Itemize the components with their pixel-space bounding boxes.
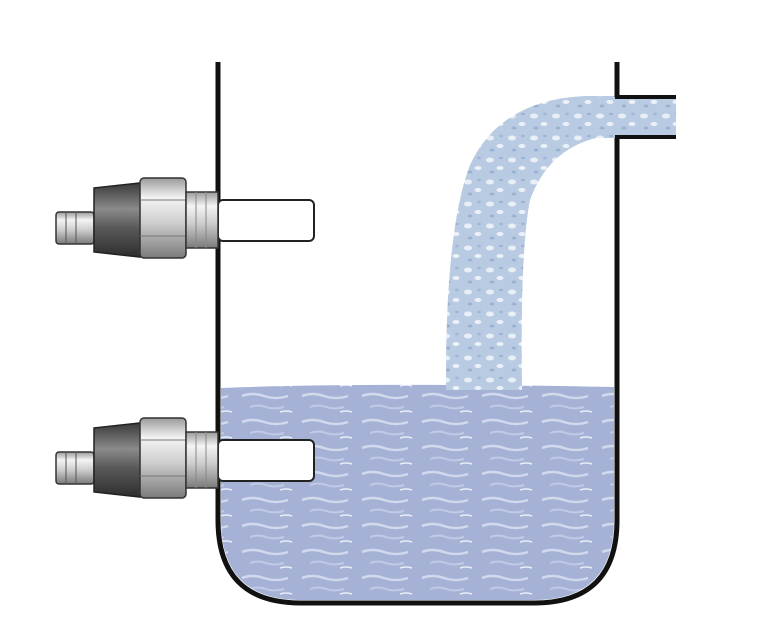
- connector-plug-lower: [55, 451, 95, 485]
- sensor-cap-upper: [93, 182, 146, 258]
- connector-plug-upper: [55, 211, 95, 245]
- sensor-lower: [55, 417, 315, 499]
- hex-nut-lower: [139, 417, 187, 499]
- probe-tip-upper: [217, 199, 315, 242]
- sensor-cap-lower: [93, 422, 146, 498]
- tank-wall: [215, 62, 620, 606]
- hex-nut-upper: [139, 177, 187, 259]
- thread-upper: [185, 191, 219, 249]
- inlet-stream: [445, 96, 676, 390]
- thread-lower: [185, 431, 219, 489]
- liquid-body: [221, 384, 614, 600]
- probe-tip-lower: [217, 439, 315, 482]
- sensor-upper: [55, 177, 315, 259]
